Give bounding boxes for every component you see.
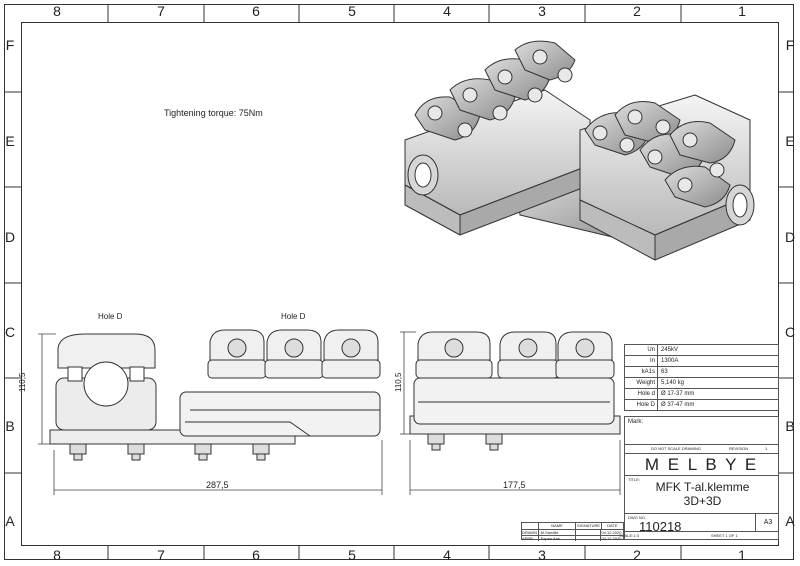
dwg-no-label: DWG NO.: [628, 515, 646, 520]
drawing-number: 110218: [639, 519, 682, 534]
zone-row-C-right: C: [784, 324, 796, 340]
zone-col-4: 4: [443, 3, 451, 19]
title-label: TITLE:: [628, 477, 641, 482]
zone-row-B-right: B: [785, 418, 795, 434]
zone-col-8-bottom: 8: [53, 547, 61, 563]
spec-key: In: [625, 356, 658, 366]
signature-row-drawn: DRAWN M.Sandlie 04.12.2020: [522, 530, 623, 536]
zone-row-E: E: [5, 133, 15, 149]
hole-label-right: Hole D: [281, 312, 306, 321]
zone-col-5: 5: [348, 3, 356, 19]
drawing-number-box: DWG NO. 110218 A3 SCALE:1:3 SHEET 1 OF 1: [619, 514, 780, 540]
drawn-by-name: M.Sandlie: [539, 530, 576, 535]
approved-by-name: Espen Aas: [539, 536, 576, 541]
zone-col-7-bottom: 7: [157, 547, 165, 563]
front-length-dimension: 287,5: [206, 480, 229, 490]
tightening-torque-note: Tightening torque: 75Nm: [164, 108, 263, 118]
signature-row-approved: APPR. Espen Aas 04.12.2020: [522, 536, 623, 541]
zone-row-D-right: D: [784, 229, 796, 245]
spec-value: 63: [661, 369, 668, 375]
zone-col-1: 1: [738, 3, 746, 19]
spec-value: 5,140 kg: [661, 380, 685, 386]
signature-block: NAME SIGNATURE DATE DRAWN M.Sandlie 04.1…: [521, 522, 624, 541]
zone-row-F-right: F: [785, 37, 795, 53]
sheet-label: SHEET 1 OF 1: [711, 533, 738, 538]
spec-value: 245kV: [661, 347, 679, 353]
drawing-inner-frame: [21, 22, 779, 546]
front-view: [38, 329, 383, 495]
scale-sheet-row: SCALE:1:3 SHEET 1 OF 1: [619, 531, 779, 540]
revision-label: REVISION: [729, 446, 749, 451]
signature-header-row: NAME SIGNATURE DATE: [522, 523, 623, 530]
zone-col-6: 6: [252, 3, 260, 19]
name-header: NAME: [539, 523, 577, 529]
spec-key: Hole d: [625, 389, 658, 399]
scale-label: SCALE:1:3: [619, 533, 639, 538]
zone-col-5-bottom: 5: [348, 547, 356, 563]
zone-row-E-right: E: [785, 133, 795, 149]
zone-col-3: 3: [538, 3, 546, 19]
drawing-outer-frame: [4, 4, 794, 560]
brand-logo: M E L B Y E: [624, 454, 779, 476]
mark-label: Mark:: [628, 419, 643, 425]
zone-col-2: 2: [633, 3, 641, 19]
title-box: TITLE: MFK T-al.klemme 3D+3D: [624, 476, 779, 514]
hole-label-left: Hole D: [98, 312, 123, 321]
signature-header: SIGNATURE: [577, 523, 602, 529]
sheet-size: A3: [755, 514, 780, 531]
spec-key: Weight: [625, 378, 658, 388]
zone-col-7: 7: [157, 3, 165, 19]
mark-box: Mark:: [624, 416, 779, 444]
zone-row-B: B: [5, 418, 15, 434]
date-header: DATE: [607, 523, 618, 528]
drawing-title-line2: 3D+3D: [683, 494, 722, 508]
zone-col-1-bottom: 1: [738, 547, 746, 563]
revision-value: 1: [765, 446, 768, 451]
zone-row-D: D: [4, 229, 16, 245]
zone-col-8: 8: [53, 3, 61, 19]
spec-key: Un: [625, 345, 658, 355]
notice-row: DO NOT SCALE DRAWING REVISION 1: [624, 444, 779, 454]
spec-value: 1300A: [661, 358, 679, 364]
side-height-dimension: 110,5: [394, 372, 403, 392]
zone-col-2-bottom: 2: [633, 547, 641, 563]
zone-col-3-bottom: 3: [538, 547, 546, 563]
spec-key: kA1s: [625, 367, 658, 377]
do-not-scale-notice: DO NOT SCALE DRAWING: [651, 446, 702, 451]
side-view: [400, 331, 621, 495]
side-length-dimension: 177,5: [503, 480, 526, 490]
zone-row-F: F: [5, 37, 15, 53]
front-height-dimension: 110,5: [18, 372, 27, 392]
spec-value: Ø 37-47 mm: [661, 402, 695, 408]
isometric-view: [404, 40, 755, 261]
role-approved: APPR.: [522, 536, 539, 541]
role-drawn: DRAWN: [522, 530, 539, 535]
zone-row-A-right: A: [785, 513, 795, 529]
zone-row-A: A: [5, 513, 15, 529]
spec-value: Ø 17-37 mm: [661, 391, 695, 397]
spec-key: Hole D: [625, 400, 658, 410]
zone-col-4-bottom: 4: [443, 547, 451, 563]
zone-col-6-bottom: 6: [252, 547, 260, 563]
drawing-title-line1: MFK T-al.klemme: [655, 480, 750, 494]
zone-row-C: C: [4, 324, 16, 340]
approved-date: 04.12.2020: [601, 536, 622, 541]
drawn-date: 04.12.2020: [601, 530, 622, 535]
